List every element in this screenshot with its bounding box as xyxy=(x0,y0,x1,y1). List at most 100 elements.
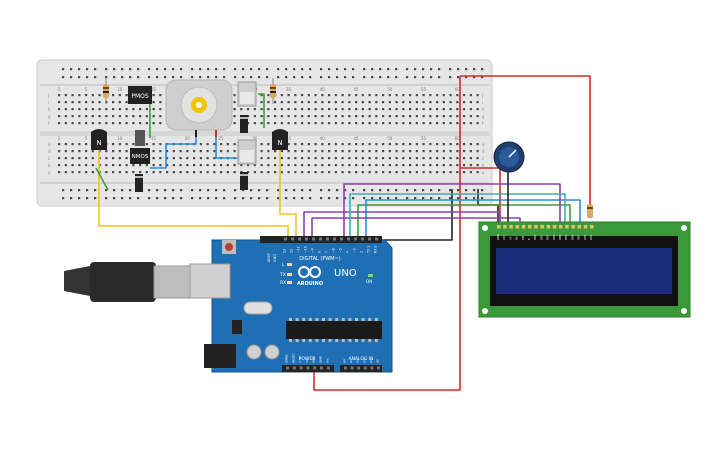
arduino-digital-pin[interactable] xyxy=(361,237,364,241)
breadboard-hole[interactable] xyxy=(456,157,459,160)
breadboard-hole[interactable] xyxy=(314,115,317,118)
breadboard-rail-hole[interactable] xyxy=(438,189,441,192)
breadboard-rail-hole[interactable] xyxy=(129,189,132,192)
breadboard-hole[interactable] xyxy=(476,157,479,160)
breadboard-hole[interactable] xyxy=(85,101,88,104)
breadboard-hole[interactable] xyxy=(456,122,459,125)
breadboard-hole[interactable] xyxy=(253,171,256,174)
breadboard-hole[interactable] xyxy=(166,164,169,167)
breadboard-rail-hole[interactable] xyxy=(473,68,476,71)
breadboard-hole[interactable] xyxy=(247,164,250,167)
breadboard-rail-hole[interactable] xyxy=(430,76,433,79)
breadboard-hole[interactable] xyxy=(449,171,452,174)
breadboard-hole[interactable] xyxy=(307,171,310,174)
lcd-pin[interactable] xyxy=(559,225,563,229)
breadboard-rail-hole[interactable] xyxy=(242,68,245,71)
breadboard-rail-hole[interactable] xyxy=(86,197,89,200)
breadboard-hole[interactable] xyxy=(429,122,432,125)
breadboard-hole[interactable] xyxy=(402,157,405,160)
breadboard-hole[interactable] xyxy=(422,164,425,167)
breadboard-hole[interactable] xyxy=(449,143,452,146)
breadboard-hole[interactable] xyxy=(64,101,67,104)
breadboard-hole[interactable] xyxy=(469,150,472,153)
breadboard-rail-hole[interactable] xyxy=(250,189,253,192)
breadboard-hole[interactable] xyxy=(395,94,398,97)
breadboard-rail-hole[interactable] xyxy=(473,76,476,79)
breadboard-rail-hole[interactable] xyxy=(148,189,151,192)
breadboard-hole[interactable] xyxy=(287,115,290,118)
breadboard-hole[interactable] xyxy=(341,157,344,160)
breadboard-hole[interactable] xyxy=(213,171,216,174)
breadboard-rail-hole[interactable] xyxy=(156,197,159,200)
breadboard-rail-hole[interactable] xyxy=(481,189,484,192)
breadboard-hole[interactable] xyxy=(159,171,162,174)
breadboard-hole[interactable] xyxy=(476,115,479,118)
breadboard-rail-hole[interactable] xyxy=(320,197,323,200)
breadboard-hole[interactable] xyxy=(267,122,270,125)
breadboard-hole[interactable] xyxy=(469,108,472,111)
breadboard-hole[interactable] xyxy=(375,115,378,118)
breadboard-rail-hole[interactable] xyxy=(62,68,65,71)
breadboard-hole[interactable] xyxy=(314,108,317,111)
mosfet-bottom-right[interactable] xyxy=(237,139,257,165)
breadboard-rail-hole[interactable] xyxy=(301,197,304,200)
breadboard-hole[interactable] xyxy=(314,101,317,104)
breadboard-hole[interactable] xyxy=(132,143,135,146)
breadboard-hole[interactable] xyxy=(307,115,310,118)
breadboard-rail-hole[interactable] xyxy=(105,189,108,192)
breadboard-hole[interactable] xyxy=(132,164,135,167)
breadboard-rail-hole[interactable] xyxy=(344,76,347,79)
breadboard-hole[interactable] xyxy=(341,108,344,111)
breadboard-hole[interactable] xyxy=(334,94,337,97)
breadboard-rail-hole[interactable] xyxy=(234,189,237,192)
breadboard-hole[interactable] xyxy=(253,115,256,118)
breadboard-rail-hole[interactable] xyxy=(379,68,382,71)
breadboard-hole[interactable] xyxy=(85,143,88,146)
breadboard-hole[interactable] xyxy=(341,115,344,118)
breadboard-rail-hole[interactable] xyxy=(465,76,468,79)
arduino-digital-pin[interactable] xyxy=(291,237,294,241)
breadboard-hole[interactable] xyxy=(429,171,432,174)
breadboard-rail-hole[interactable] xyxy=(223,76,226,79)
breadboard-hole[interactable] xyxy=(361,108,364,111)
breadboard-hole[interactable] xyxy=(193,164,196,167)
breadboard-hole[interactable] xyxy=(456,115,459,118)
breadboard-hole[interactable] xyxy=(139,122,142,125)
breadboard-hole[interactable] xyxy=(294,115,297,118)
breadboard-hole[interactable] xyxy=(233,101,236,104)
breadboard-hole[interactable] xyxy=(348,150,351,153)
breadboard-hole[interactable] xyxy=(280,115,283,118)
breadboard-hole[interactable] xyxy=(267,143,270,146)
mosfet-top-right[interactable] xyxy=(237,81,257,107)
breadboard-hole[interactable] xyxy=(436,171,439,174)
breadboard-rail-hole[interactable] xyxy=(395,76,398,79)
breadboard-rail-hole[interactable] xyxy=(336,197,339,200)
breadboard-hole[interactable] xyxy=(71,122,74,125)
breadboard-hole[interactable] xyxy=(321,101,324,104)
breadboard-rail-hole[interactable] xyxy=(180,197,183,200)
breadboard-rail-hole[interactable] xyxy=(94,189,97,192)
wire-blue-motor-right[interactable] xyxy=(215,132,240,159)
breadboard-rail-hole[interactable] xyxy=(465,197,468,200)
breadboard-hole[interactable] xyxy=(125,108,128,111)
breadboard-hole[interactable] xyxy=(280,101,283,104)
breadboard-hole[interactable] xyxy=(91,115,94,118)
breadboard-hole[interactable] xyxy=(226,171,229,174)
breadboard-rail-hole[interactable] xyxy=(266,68,269,71)
breadboard-hole[interactable] xyxy=(98,122,101,125)
breadboard-hole[interactable] xyxy=(368,94,371,97)
breadboard-hole[interactable] xyxy=(314,94,317,97)
breadboard-hole[interactable] xyxy=(429,108,432,111)
breadboard-hole[interactable] xyxy=(368,171,371,174)
resistor-left[interactable] xyxy=(103,78,109,104)
breadboard-hole[interactable] xyxy=(199,164,202,167)
breadboard-rail-hole[interactable] xyxy=(352,68,355,71)
breadboard-rail-hole[interactable] xyxy=(406,189,409,192)
breadboard-hole[interactable] xyxy=(456,101,459,104)
breadboard-rail-hole[interactable] xyxy=(266,76,269,79)
breadboard-hole[interactable] xyxy=(415,157,418,160)
breadboard-rail-hole[interactable] xyxy=(86,76,89,79)
breadboard-hole[interactable] xyxy=(307,101,310,104)
breadboard-hole[interactable] xyxy=(267,108,270,111)
breadboard-hole[interactable] xyxy=(118,108,121,111)
